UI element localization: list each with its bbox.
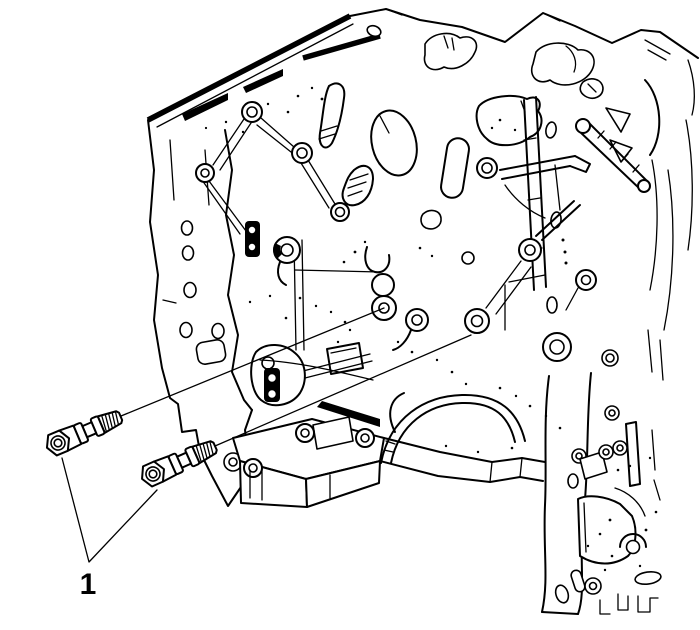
- callout-label-1: 1: [80, 568, 97, 601]
- double-ended-stud-lower: [141, 440, 218, 488]
- speckle-texture: [204, 86, 658, 572]
- mid-bolt-bosses: [302, 238, 619, 379]
- lower-right-structure: [541, 372, 662, 615]
- callout-1: 1: [61, 457, 158, 601]
- leader-line-lower-stud: [214, 334, 472, 447]
- right-upper-structure: [499, 96, 693, 381]
- callout-leader-lines: [61, 457, 158, 563]
- face-cavities: [318, 59, 695, 265]
- double-ended-stud-upper: [45, 410, 124, 457]
- center-boss: [250, 344, 374, 407]
- upper-bosses: [195, 101, 381, 351]
- deck-edge: [146, 8, 699, 128]
- arch-and-mount: [232, 392, 546, 508]
- left-face: [147, 119, 253, 507]
- leader-line-upper-stud: [120, 307, 385, 417]
